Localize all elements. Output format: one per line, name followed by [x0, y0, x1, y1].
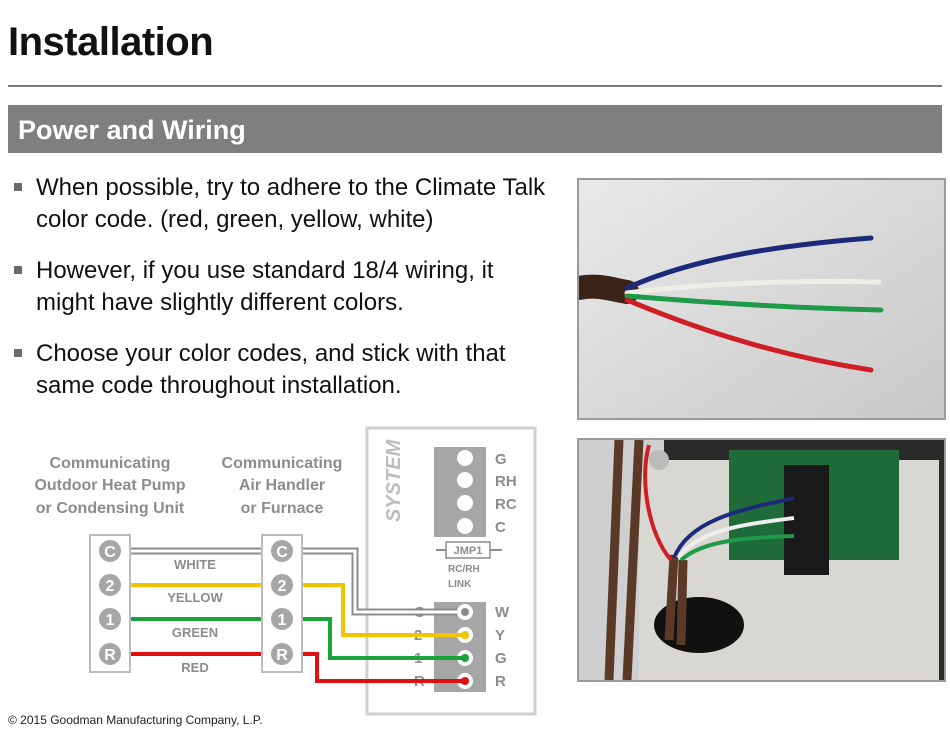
wire-green-to-thermostat — [296, 617, 465, 660]
jumper-box — [445, 541, 491, 559]
cable-photo — [577, 178, 946, 420]
wire-yellow-to-thermostat — [296, 583, 465, 637]
lower-right-label-g: G — [495, 650, 507, 667]
lower-right-label-y: Y — [495, 627, 505, 644]
outdoor-terminal-1: 1 — [106, 612, 115, 629]
air-handler-terminal-r: R — [276, 647, 288, 664]
upper-terminal-screws — [457, 450, 473, 534]
bullet-text: Choose your color codes, and stick with … — [36, 340, 506, 399]
terminal-photo-illustration — [579, 440, 944, 680]
square-bullet-icon — [14, 349, 22, 357]
bullet-item: When possible, try to adhere to the Clim… — [14, 172, 554, 236]
terminal-label-g: G — [495, 451, 507, 468]
cable-photo-illustration — [579, 180, 944, 418]
square-bullet-icon — [14, 183, 22, 191]
thermostat-wire-endpoints — [461, 608, 469, 685]
title-divider — [8, 85, 942, 87]
air-handler-terminal-1: 1 — [278, 612, 287, 629]
lower-right-label-r: R — [495, 673, 506, 690]
air-handler-terminals — [269, 538, 295, 667]
outdoor-unit-terminals — [97, 538, 123, 667]
wire-white-to-thermostat — [296, 549, 457, 614]
section-header-bar: Power and Wiring — [8, 105, 942, 153]
square-bullet-icon — [14, 266, 22, 274]
wire-red-to-thermostat — [296, 652, 465, 683]
outdoor-unit-label-line1: Communicating — [50, 455, 171, 472]
bullet-text: However, if you use standard 18/4 wiring… — [36, 257, 494, 316]
lower-right-label-w: W — [495, 604, 510, 621]
system-label: SYSTEM — [383, 438, 405, 522]
bullet-item: Choose your color codes, and stick with … — [14, 338, 554, 402]
wire-label-white: WHITE — [174, 557, 216, 572]
air-handler-terminal-c: C — [276, 544, 288, 561]
terminal-label-rc: RC — [495, 496, 517, 513]
section-title: Power and Wiring — [18, 115, 246, 145]
bullet-item: However, if you use standard 18/4 wiring… — [14, 255, 554, 319]
outdoor-unit-label-line3: or Condensing Unit — [36, 500, 185, 517]
bullet-list: When possible, try to adhere to the Clim… — [14, 172, 554, 421]
slide-title: Installation — [8, 20, 214, 64]
terminal-label-c-upper: C — [495, 519, 506, 536]
terminal-label-rh: RH — [495, 473, 517, 490]
jumper-sub-label-2: LINK — [448, 579, 472, 590]
jumper-label: JMP1 — [454, 545, 483, 557]
air-handler-label-line1: Communicating — [222, 455, 343, 472]
copyright-footer: © 2015 Goodman Manufacturing Company, L.… — [8, 713, 263, 727]
wire-label-red: RED — [181, 660, 208, 675]
wire-label-green: GREEN — [172, 625, 218, 640]
outdoor-unit-label-line2: Outdoor Heat Pump — [34, 477, 185, 494]
air-handler-label-line3: or Furnace — [241, 500, 324, 517]
wiring-diagram: Communicating Outdoor Heat Pump or Conde… — [34, 426, 537, 716]
bullet-text: When possible, try to adhere to the Clim… — [36, 174, 546, 233]
outdoor-terminal-r: R — [104, 647, 116, 664]
air-handler-label-line2: Air Handler — [239, 477, 325, 494]
outdoor-terminal-2: 2 — [106, 578, 115, 595]
wire-label-yellow: YELLOW — [167, 590, 223, 605]
terminal-block-photo — [577, 438, 946, 682]
jumper-sub-label-1: RC/RH — [448, 564, 480, 575]
outdoor-terminal-c: C — [104, 544, 116, 561]
air-handler-terminal-2: 2 — [278, 578, 287, 595]
